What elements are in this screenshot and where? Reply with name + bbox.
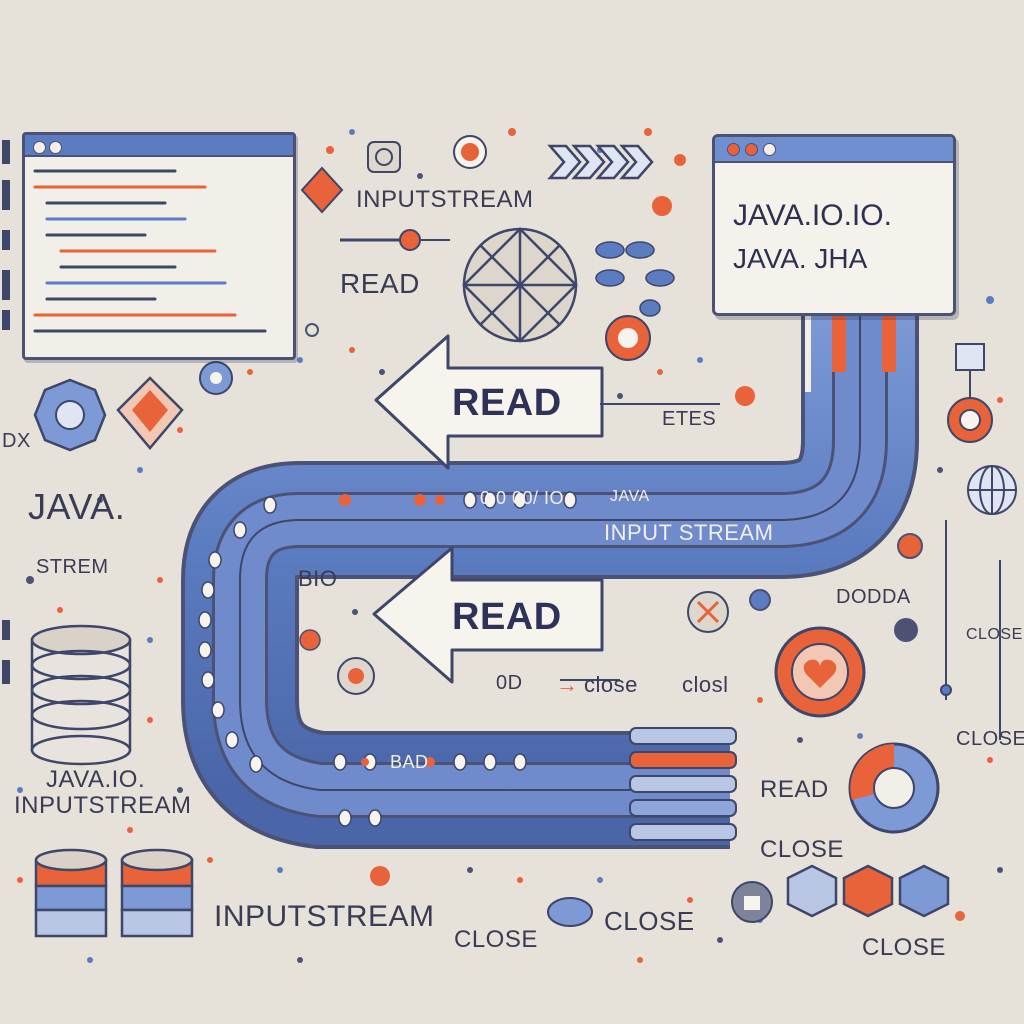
camera-icon: [367, 141, 401, 173]
confetti: [17, 128, 1003, 963]
inputstream-label-top: INPUTSTREAM: [356, 186, 534, 213]
dodda-label: DODDA: [836, 586, 911, 608]
close-label-right-3: CLOSE: [760, 836, 844, 863]
data-pipe: [181, 310, 919, 849]
chevrons-icon: [547, 144, 654, 180]
close-chain-label: close: [584, 672, 638, 697]
gear-icon: [33, 378, 107, 452]
database-icon: [30, 624, 132, 766]
clock-icon: [199, 361, 233, 395]
java-io-label-line1: JAVA.IO.: [46, 766, 146, 793]
close-label-right-2: CLOSE: [956, 728, 1024, 750]
plug-icon: [340, 229, 450, 251]
io-window-titlebar: [715, 137, 953, 163]
gem-icon: [116, 376, 184, 450]
read-arrow-bottom-shape: [372, 546, 604, 684]
pill-icon: [547, 897, 593, 927]
diamond-icon: [300, 166, 344, 214]
pipe-bits-top: 0 0 00/ IO: [480, 488, 565, 508]
lock-bottom-icon: [731, 881, 773, 923]
left-edge-glyphs: [2, 140, 10, 684]
read-arrow-bottom: READ: [452, 596, 562, 638]
close-chain-arrow: →: [556, 672, 579, 697]
stream-label-left: STREM: [36, 556, 109, 578]
pipe-inputstream-label: INPUT STREAM: [604, 520, 774, 545]
close-label-bottom-left: CLOSE: [454, 926, 538, 953]
window-dot: [33, 141, 46, 154]
code-window-icon: [22, 132, 296, 360]
read-label-right: READ: [760, 776, 829, 803]
inputstream-label-bottom: INPUTSTREAM: [214, 900, 435, 933]
close-label-bottom-mid: CLOSE: [604, 906, 695, 936]
connector-lines: [560, 403, 1001, 740]
stack-icon-1: [34, 848, 108, 938]
io-window-icon: JAVA.IO.IO. JAVA. JHA: [712, 134, 956, 316]
read-arrow-top: READ: [452, 382, 562, 424]
window-dot: [763, 143, 776, 156]
globe-small-icon: [967, 465, 1017, 515]
toggle-icons: [595, 241, 675, 317]
bio-label: BIO: [298, 566, 338, 591]
sun-icon: [453, 135, 487, 169]
od-label: 0D: [496, 672, 523, 694]
badge-icon: [605, 315, 651, 361]
gems-bottom: [786, 864, 950, 918]
pipe-java-label: JAVA: [610, 488, 650, 505]
io-window-subtitle: JAVA. JHA: [733, 243, 868, 274]
window-dot: [727, 143, 740, 156]
java-label-left: JAVA.: [28, 486, 126, 527]
code-window-titlebar: [25, 135, 293, 157]
read-label-left: READ: [340, 268, 420, 299]
dx-label: DX: [2, 430, 31, 452]
window-dot: [745, 143, 758, 156]
heart-icon: [774, 626, 866, 718]
close-chain-label-2: closl: [682, 672, 729, 697]
io-window-title: JAVA.IO.IO.: [733, 199, 892, 232]
lock-icon: [337, 657, 375, 695]
code-lines: [33, 169, 267, 333]
java-io-label-line2: INPUTSTREAM: [14, 792, 192, 819]
close-label-right-1: CLOSE: [966, 626, 1023, 643]
target-icon: [947, 343, 993, 443]
window-dot: [49, 141, 62, 154]
donut-icon: [848, 742, 940, 834]
pipe-bits-bottom: BAD: [390, 752, 429, 772]
read-arrow-top-shape: [374, 334, 604, 470]
x-icon: [687, 591, 729, 633]
globe-icon: [462, 227, 578, 343]
stack-icon-2: [120, 848, 194, 938]
etes-label: ETES: [662, 408, 717, 430]
close-label-right-4: CLOSE: [862, 934, 946, 961]
